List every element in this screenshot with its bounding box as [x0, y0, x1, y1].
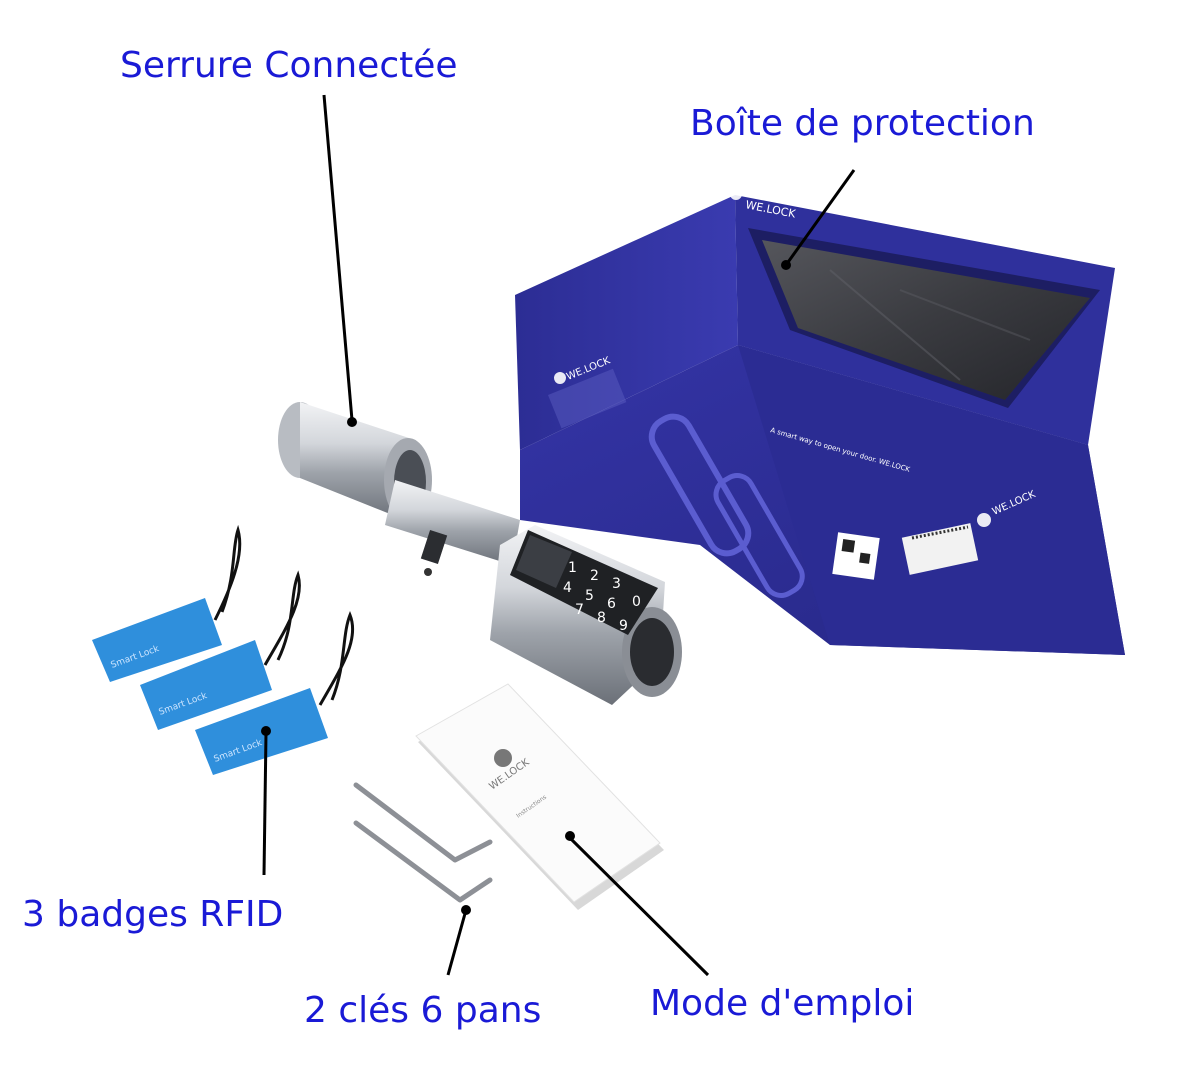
qr-code-pattern [859, 552, 871, 564]
keypad-key: 0 [632, 594, 641, 610]
leader-line-smart-lock [322, 94, 354, 421]
keypad-key: 2 [590, 568, 599, 584]
badge-lanyard [263, 570, 301, 666]
keypad-key: 6 [607, 596, 616, 612]
leader-line-protection-box [784, 169, 856, 266]
badge-card [92, 598, 222, 682]
leader-dot [461, 905, 471, 915]
leader-dot [347, 417, 357, 427]
qr-code [832, 532, 880, 580]
box-window-glass [762, 240, 1090, 400]
box-lock-illustration-inner [713, 473, 805, 598]
rfid-badge: Smart Lock [92, 524, 242, 682]
keypad-display [516, 535, 572, 588]
leader-dot [781, 260, 791, 270]
box-lock-illustration [648, 413, 752, 557]
label-smart-lock: Serrure Connectée [120, 45, 458, 86]
rfid-badge: Smart Lock [140, 570, 301, 730]
keypad-key: 4 [563, 580, 572, 596]
box-side-info-block [548, 368, 627, 429]
barcode-lines [911, 525, 969, 540]
leader-dot [565, 831, 575, 841]
box-logo-icon [730, 188, 742, 200]
keypad-key: 5 [585, 588, 594, 604]
box-side-logo-icon [554, 372, 566, 384]
hex-key [353, 820, 493, 903]
lock-screw-hole [424, 568, 432, 576]
leader-dot [261, 726, 271, 736]
glass-crease [829, 269, 961, 381]
hex-keys [353, 782, 493, 903]
manual-logo-icon [494, 749, 512, 767]
keypad-key: 7 [575, 602, 584, 618]
label-rfid-badges: 3 badges RFID [22, 894, 284, 935]
box-front-panel [738, 345, 1125, 655]
keypad-key: 1 [568, 560, 577, 576]
rfid-badges: Smart Lock Smart Lock Smart Lock [92, 524, 355, 775]
badge-card [140, 640, 272, 730]
leader-line-rfid-badges [262, 732, 268, 876]
manual-cover [415, 683, 661, 903]
leader-dots [261, 260, 791, 915]
leader-line-hex-keys [446, 909, 468, 976]
label-hex-keys: 2 clés 6 pans [304, 990, 542, 1031]
leader-lines [262, 94, 856, 977]
leader-line-user-manual [568, 836, 710, 977]
lock-cylinder [385, 480, 520, 565]
qr-code-pattern [841, 539, 856, 553]
label-protection-box: Boîte de protection [690, 103, 1035, 144]
smart-lock: 1 2 3 4 5 6 7 8 9 0 [278, 402, 682, 705]
lock-cam [420, 529, 448, 565]
glass-crease [899, 289, 1031, 341]
box-right-logo-icon [977, 513, 991, 527]
label-user-manual: Mode d'emploi [650, 983, 915, 1024]
lock-right-cap-inner [630, 618, 674, 686]
keypad-key: 8 [597, 610, 606, 626]
badge-lanyard [213, 524, 242, 621]
keypad-key: 9 [619, 618, 628, 634]
hex-key [353, 782, 493, 863]
keypad-digits: 1 2 3 4 5 6 7 8 9 0 [563, 560, 641, 634]
protection-box: WE.LOCK WE.LOCK A smart way to open your… [515, 188, 1125, 655]
user-manual: WE.LOCK Instructions [415, 683, 664, 910]
keypad-key: 3 [612, 576, 621, 592]
badge-lanyard [318, 610, 355, 706]
